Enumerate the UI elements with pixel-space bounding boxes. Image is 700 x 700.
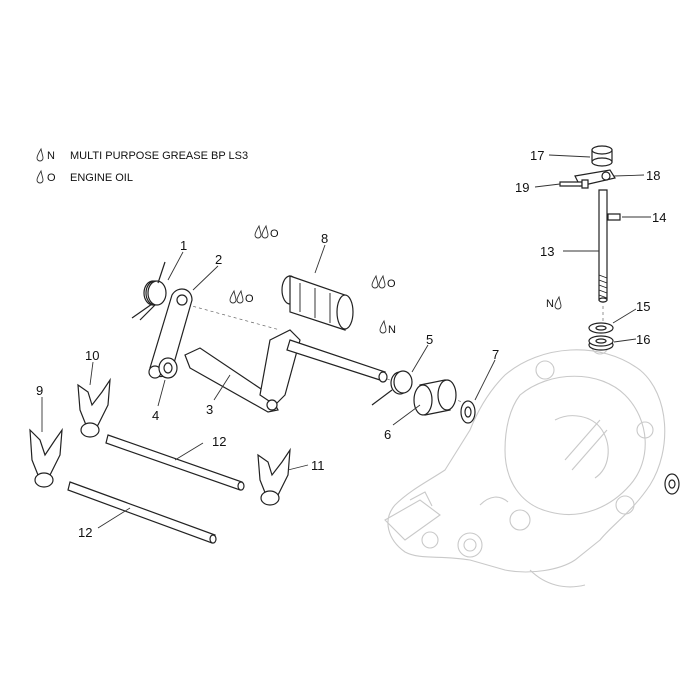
leader-lines	[41, 154, 651, 529]
callout-8: 8	[321, 231, 328, 246]
part-10-shift-fork	[77, 377, 111, 438]
oil-drop-icon	[229, 289, 244, 304]
callout-5: 5	[426, 332, 433, 347]
part-19-screw	[559, 179, 589, 189]
part-3-selector-shaft	[184, 329, 388, 413]
part-12-fork-rod-lower	[67, 481, 217, 544]
part-4-bushing	[158, 357, 178, 379]
callout-17: 17	[530, 148, 544, 163]
lube-mark-oil: O	[270, 228, 279, 240]
grease-drop-icon	[36, 147, 44, 162]
part-12-fork-rod-upper	[105, 434, 245, 491]
callout-16: 16	[636, 332, 650, 347]
part-8-shift-drum	[281, 275, 354, 331]
grease-drop-icon	[379, 319, 387, 334]
part-1-spring	[131, 261, 167, 321]
callout-6: 6	[384, 427, 391, 442]
legend-grease-text: MULTI PURPOSE GREASE BP LS3	[70, 150, 248, 162]
callout-2: 2	[215, 252, 222, 267]
callout-19: 19	[515, 180, 529, 195]
engine-case-outline	[384, 337, 666, 588]
part-15-seal	[588, 322, 614, 334]
callout-18: 18	[646, 168, 660, 183]
lube-mark-grease: N	[546, 298, 554, 310]
legend-oil-text: ENGINE OIL	[70, 172, 133, 184]
callout-7: 7	[492, 347, 499, 362]
callout-15: 15	[636, 299, 650, 314]
callout-10: 10	[85, 348, 99, 363]
callout-11: 11	[311, 458, 325, 473]
callout-1: 1	[180, 238, 187, 253]
part-7-washer	[460, 400, 476, 424]
callout-9: 9	[36, 383, 43, 398]
oil-drop-icon	[254, 224, 269, 239]
callout-4: 4	[152, 408, 159, 423]
callout-3: 3	[206, 402, 213, 417]
callout-labels: 1 2 3 4 5 6 7 8 9 10 11 12 12 13 14 15 1…	[36, 148, 666, 540]
grease-drop-icon	[554, 295, 562, 310]
lube-mark-grease: N	[388, 324, 396, 336]
part-9-shift-fork	[29, 427, 63, 488]
part-14-pin	[607, 213, 621, 221]
lube-mark-oil: O	[387, 278, 396, 290]
side-washer	[664, 473, 680, 495]
callout-12-lower: 12	[78, 525, 92, 540]
part-16-bearing	[588, 335, 614, 351]
part-13-gear-shaft	[598, 189, 608, 303]
part-11-shift-fork	[257, 447, 291, 506]
part-5-spring	[371, 370, 413, 406]
oil-drop-icon	[371, 274, 386, 289]
legend: N MULTI PURPOSE GREASE BP LS3 O ENGINE O…	[36, 147, 248, 184]
legend-oil-symbol: O	[44, 172, 56, 184]
callout-14: 14	[652, 210, 666, 225]
lube-mark-oil: O	[245, 293, 254, 305]
oil-drop-icon	[36, 169, 44, 184]
legend-grease-symbol: N	[44, 150, 55, 162]
callout-12-upper: 12	[212, 434, 226, 449]
part-17-cap	[591, 145, 613, 167]
callout-13: 13	[540, 244, 554, 259]
part-6-bushing	[413, 379, 457, 416]
